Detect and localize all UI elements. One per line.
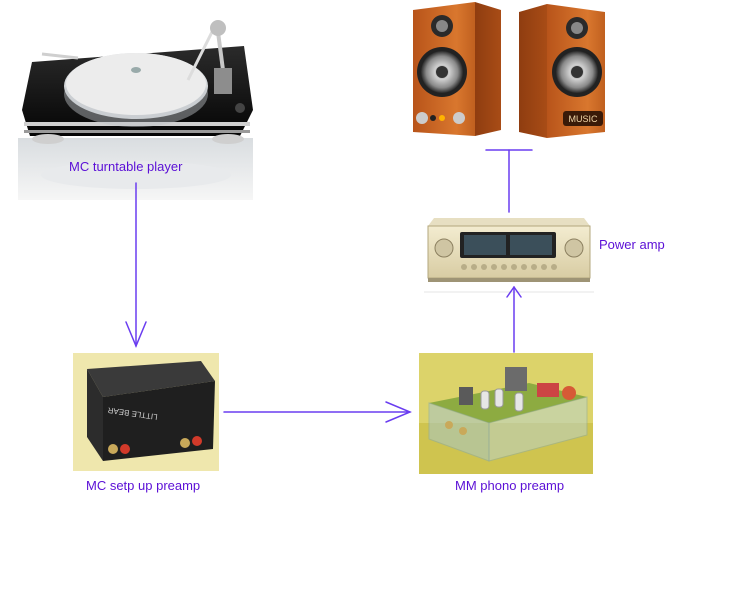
amp-node bbox=[424, 214, 594, 294]
speaker-badge-text: MUSIC bbox=[569, 114, 599, 124]
speakers-node: MUSIC bbox=[397, 0, 620, 145]
tube-phono-preamp-icon bbox=[419, 353, 593, 474]
power-amplifier-icon bbox=[424, 218, 594, 293]
step-up-preamp-icon: LITTLE BEAR bbox=[73, 353, 219, 471]
stepup-node: LITTLE BEAR bbox=[73, 353, 219, 471]
turntable-icon bbox=[18, 20, 253, 200]
stepup-label: MC setp up preamp bbox=[86, 478, 201, 493]
amp-label: Power amp bbox=[599, 237, 665, 252]
turntable-label: MC turntable player bbox=[69, 159, 183, 174]
speakers-icon: MUSIC bbox=[413, 2, 605, 138]
turntable-node bbox=[18, 10, 253, 200]
phono-label: MM phono preamp bbox=[455, 478, 565, 493]
phono-node bbox=[419, 353, 593, 474]
